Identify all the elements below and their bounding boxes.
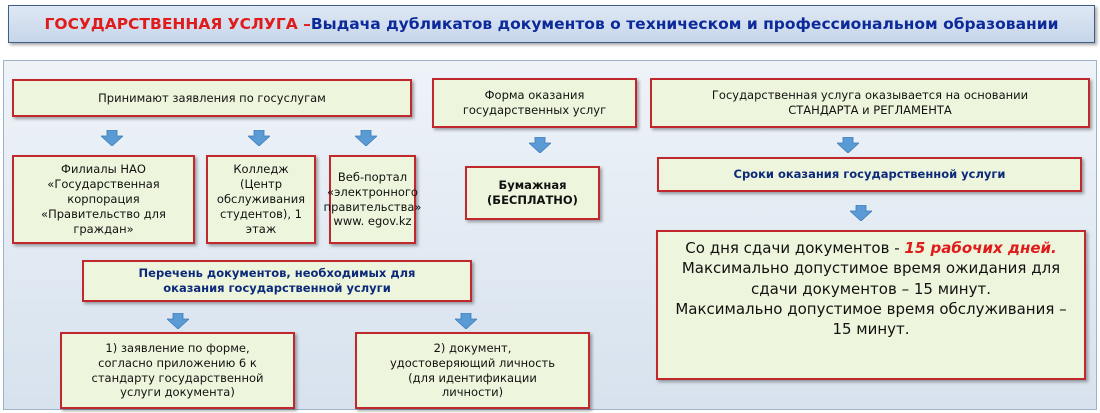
docs-header-box: Перечень документов, необходимых для ока… [82,260,472,302]
form-header-box: Форма оказания государственных услуг [432,78,637,128]
channel-text: Веб-портал «электронного правительства» … [323,169,422,229]
arrow-down-icon [455,313,477,329]
basis-box: Государственная услуга оказывается на ос… [650,78,1090,128]
basis-text: Государственная услуга оказывается на ос… [711,88,1029,117]
channel-box-egov: Веб-портал «электронного правительства» … [324,155,421,244]
doc-item-text: 2) документ, удостоверяющий личность (дл… [389,340,555,400]
arrow-down-icon [167,313,189,329]
wait-time-text: Максимально допустимое время ожидания дл… [681,259,1061,298]
arrow-down-icon [248,130,270,146]
arrow-down-icon [101,130,123,146]
form-value-box: Бумажная (БЕСПЛАТНО) [465,166,600,220]
page-title: ГОСУДАРСТВЕННАЯ УСЛУГА – Выдача дубликат… [8,5,1095,43]
service-time-text: Максимально допустимое время обслуживани… [675,299,1067,338]
channel-text: Колледж (Центр обслуживания студентов), … [216,162,306,236]
form-header-text: Форма оказания государственных услуг [462,88,607,117]
channel-text: Филиалы НАО «Государственная корпорация … [41,162,166,236]
doc-item-box: 2) документ, удостоверяющий личность (дл… [355,332,590,409]
title-prefix: ГОСУДАРСТВЕННАЯ УСЛУГА – [44,15,311,33]
deadline-prefix: Со дня сдачи документов - [685,239,905,257]
arrow-down-icon [529,137,551,153]
channel-box-branches: Филиалы НАО «Государственная корпорация … [12,155,195,244]
accept-header-box: Принимают заявления по госуслугам [12,79,412,117]
doc-item-box: 1) заявление по форме, согласно приложен… [60,332,295,409]
doc-item-text: 1) заявление по форме, согласно приложен… [91,340,264,400]
arrow-down-icon [355,130,377,146]
title-main: Выдача дубликатов документов о техническ… [310,15,1059,33]
deadlines-header-box: Сроки оказания государственной услуги [657,157,1082,192]
channel-box-college: Колледж (Центр обслуживания студентов), … [206,155,316,244]
docs-header-text: Перечень документов, необходимых для ока… [138,266,416,295]
deadline-line: Со дня сдачи документов - 15 рабочих дне… [685,238,1056,258]
form-value-line: Бумажная [498,178,567,193]
accept-header-text: Принимают заявления по госуслугам [98,90,326,105]
deadlines-header-text: Сроки оказания государственной услуги [733,167,1006,182]
form-value-line: (БЕСПЛАТНО) [487,193,578,207]
arrow-down-icon [850,205,872,221]
deadlines-detail-box: Со дня сдачи документов - 15 рабочих дне… [656,230,1086,380]
deadline-value: 15 рабочих дней. [904,239,1057,257]
arrow-down-icon [837,137,859,153]
